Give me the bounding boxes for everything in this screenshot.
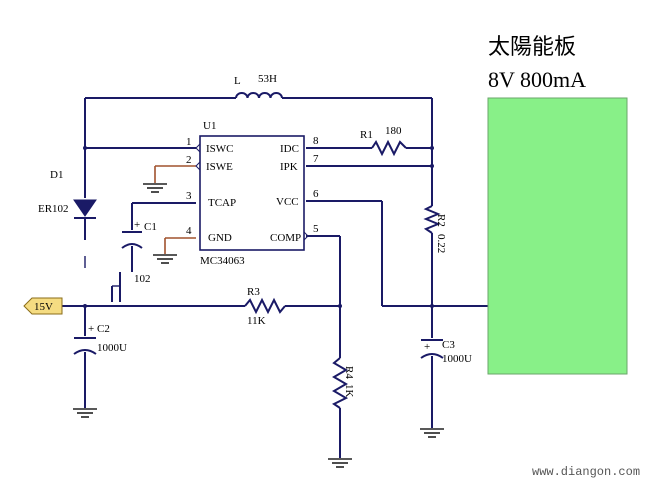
pin2-name: ISWE [206,161,233,173]
pin4-name: GND [208,232,232,244]
panel-title: 太陽能板 [488,34,576,59]
wires [62,97,488,458]
ic-ref: U1 [203,120,216,132]
resistor-r3: R3 11K [244,286,286,327]
ground-c2 [73,408,97,418]
pin5-name: COMP [270,232,301,244]
port-15v: 15V [23,297,63,315]
junction-c2 [83,304,87,308]
junction-pin1 [83,146,87,150]
pin5-marker [303,230,309,242]
pin1-marker [195,142,201,154]
c3-ref: C3 [442,339,455,351]
c1-plate-bottom [121,243,143,249]
d1-ref: D1 [50,169,63,181]
r2-ref: R2 [435,214,447,227]
c1-value: 102 [134,273,151,285]
solar-panel: 太陽能板 8V 800mA [487,34,628,375]
pin3-number: 3 [186,190,192,202]
resistor-r2: R2 0.22 [423,205,447,253]
junction-pin7 [430,164,434,168]
r4-ref: R4 [343,366,355,379]
resistor-r1: R1 180 [360,125,407,157]
pin4-number: 4 [186,225,192,237]
r4-zigzag [332,357,349,409]
junction-c3 [430,304,434,308]
inductor-value: 53H [258,73,277,85]
pin6-name: VCC [276,196,299,208]
junction-r1 [430,146,434,150]
inductor-l: L 53H [234,73,283,99]
r2-zigzag [423,205,441,234]
r3-zigzag [244,297,286,315]
d1-value: ER102 [38,203,69,215]
panel-rating: 8V 800mA [488,67,586,92]
c3-plus: + [424,341,430,353]
r1-value: 180 [385,125,402,137]
pin1-name: ISWC [206,143,234,155]
c3-value: 1000U [442,353,472,365]
pin3-name: TCAP [208,197,236,209]
pin1-number: 1 [186,136,192,148]
r1-zigzag [371,139,407,157]
inductor-coil [235,92,283,99]
pin8-name: IDC [280,143,299,155]
pin2-number: 2 [186,154,192,166]
c1-ref: C1 [144,221,157,233]
ic-part: MC34063 [200,255,245,267]
c2-ref: C2 [97,323,110,335]
ground-c3 [420,428,444,438]
r1-ref: R1 [360,129,373,141]
c2-value: 1000U [97,342,127,354]
pin8-number: 8 [313,135,319,147]
c1-plus: + [134,219,140,231]
inductor-ref: L [234,75,241,87]
ic-body [199,135,305,251]
diode-d1: D1 ER102 [38,169,97,219]
port-label: 15V [34,301,53,313]
pin7-name: IPK [280,161,298,173]
resistor-r4: R4 1K [332,357,355,409]
r2-value: 0.22 [435,234,447,253]
ground-r4 [328,458,352,468]
capacitor-c2: + C2 1000U [73,323,127,355]
pin5-number: 5 [313,223,319,235]
capacitor-c1: + C1 102 [121,219,157,285]
c2-plate-bottom [73,349,97,355]
capacitor-c3: + C3 1000U [420,339,472,365]
diode-triangle [73,199,97,217]
junctions [83,146,434,308]
r3-ref: R3 [247,286,260,298]
c3-plate-bottom [420,353,444,359]
r4-value: 1K [343,384,355,398]
ground-pin2 [143,183,167,193]
pin7-number: 7 [313,153,319,165]
r3-value: 11K [247,315,266,327]
c2-plus: + [88,323,94,335]
ground-pin4 [153,254,177,264]
ic-u1: U1 MC34063 1 2 3 4 5 6 7 8 ISWC ISWE TCA… [186,120,319,267]
pin2-marker [195,160,201,172]
junction-r3-r4 [338,304,342,308]
port-flag [23,297,63,315]
panel-body [487,97,628,375]
watermark: www.diangon.com [532,465,640,479]
pin6-number: 6 [313,188,319,200]
